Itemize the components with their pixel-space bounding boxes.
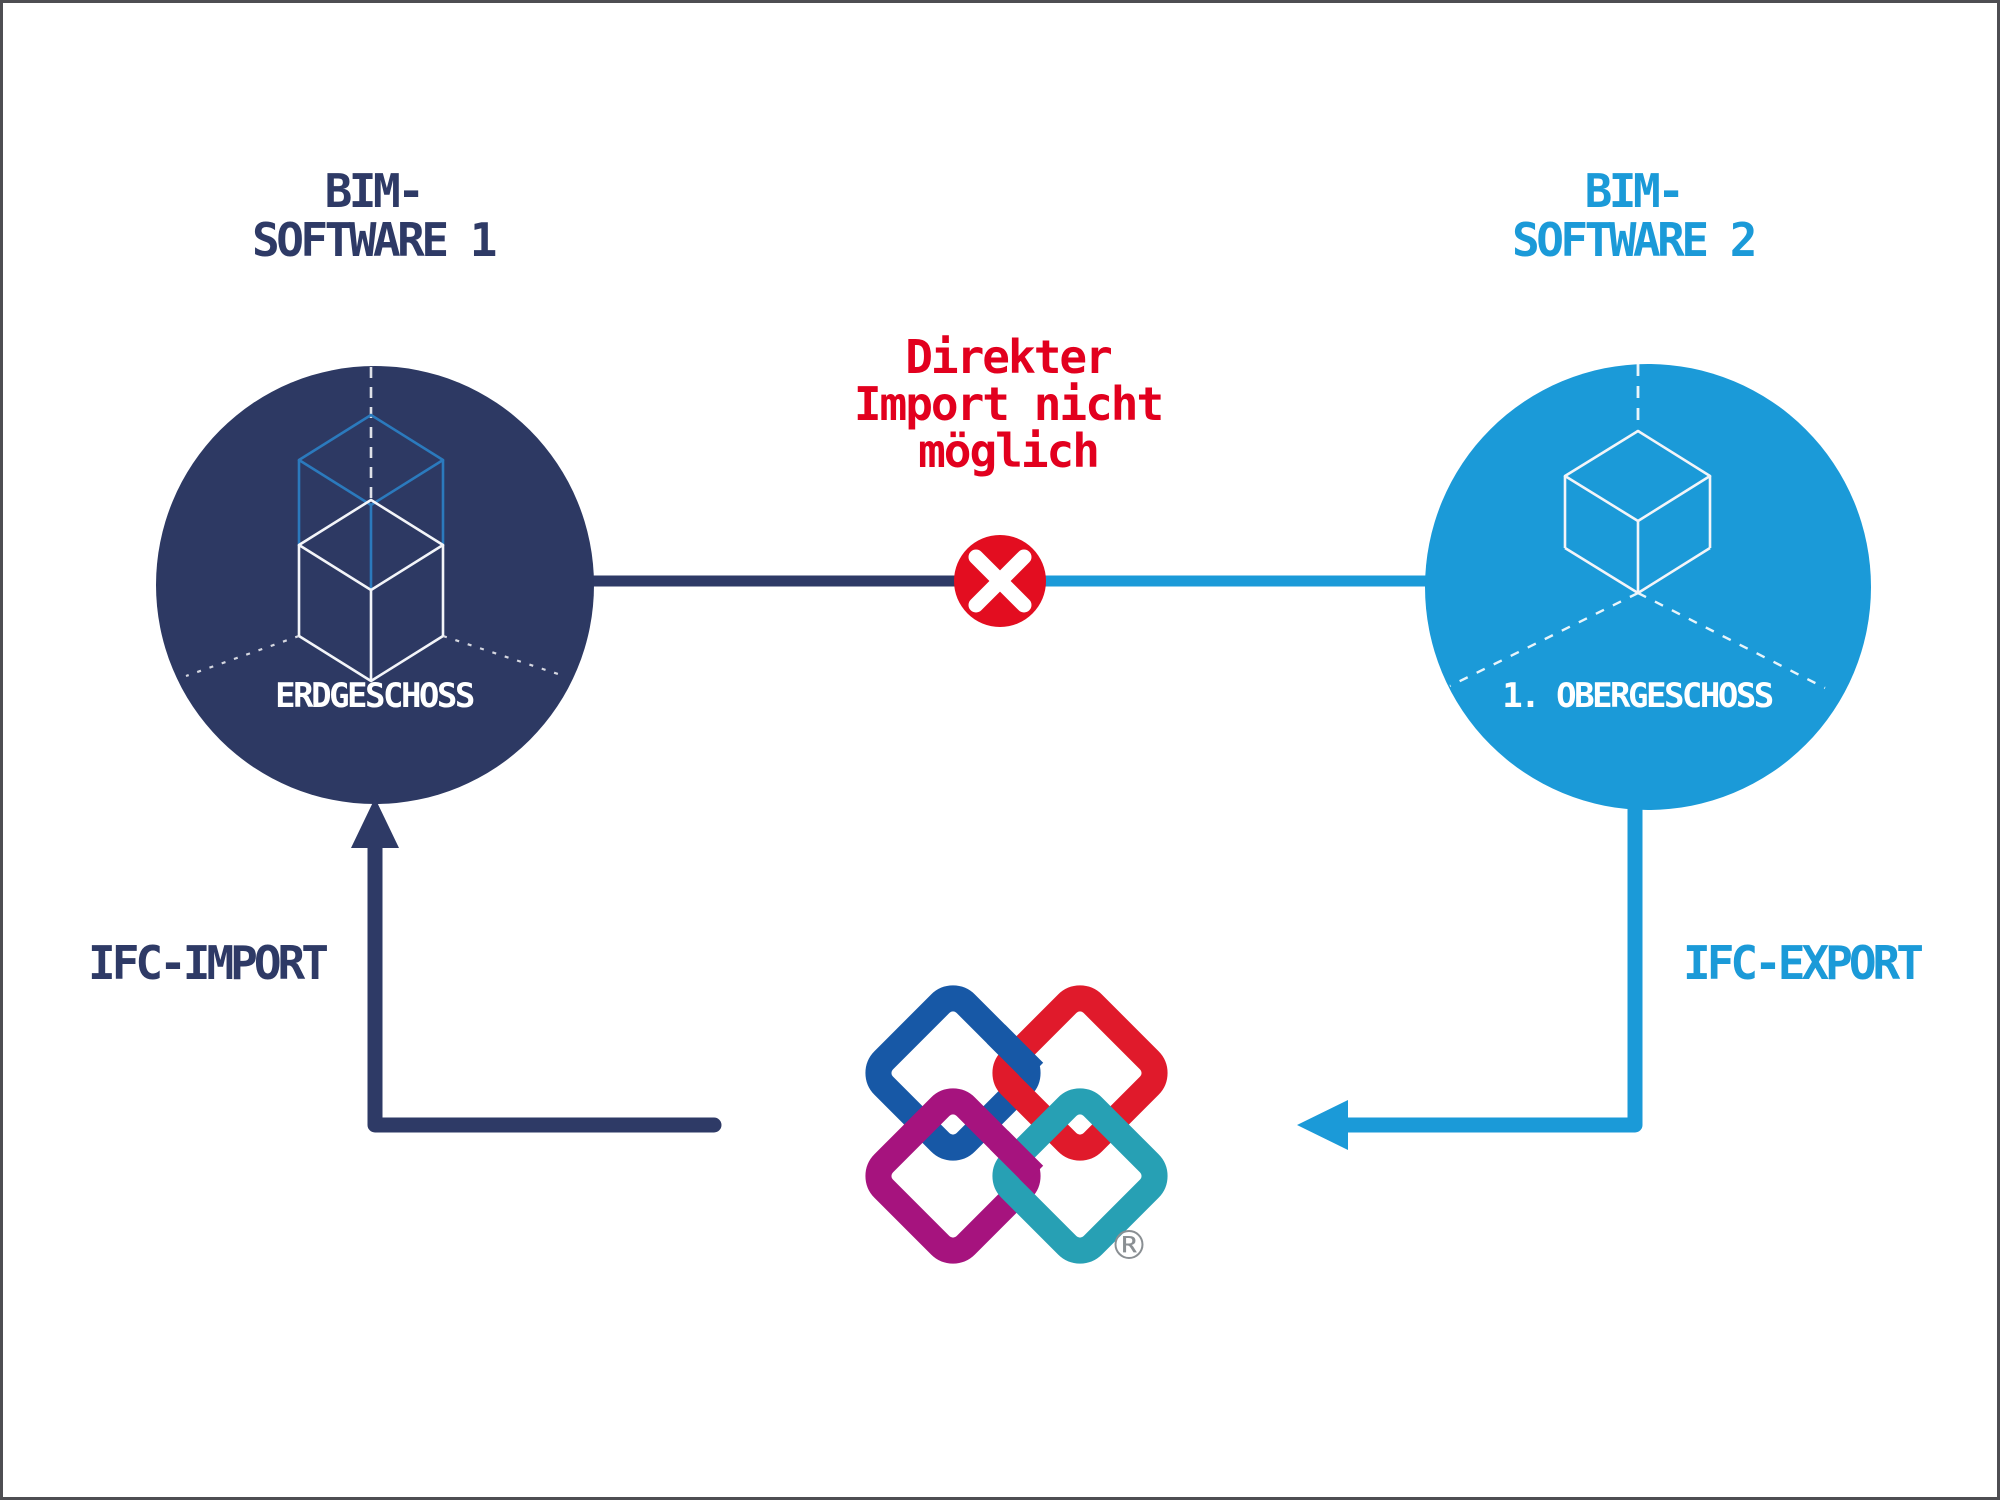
ifc-logo-weave-patch-blue <box>986 1024 1044 1082</box>
ifc-import-label: IFC-IMPORT <box>88 936 329 990</box>
ifc-export-label: IFC-EXPORT <box>1683 936 1924 990</box>
ifc-logo-blue-diamond <box>865 985 1041 1161</box>
right-circle-label: 1. OBERGESCHOSS <box>1502 676 1774 716</box>
ifc-logo-weave-patch-magenta <box>989 1130 1044 1185</box>
right-title-line2: SOFTWARE 2 <box>1512 213 1757 267</box>
right-axis-dashed-lines <box>1449 364 1826 690</box>
no-direct-import-badge <box>954 535 1046 627</box>
right-title-line1: BIM- <box>1584 164 1685 218</box>
ifc-logo-teal-diamond <box>992 1088 1168 1264</box>
bim-ifc-diagram <box>156 364 1871 1264</box>
x-icon <box>968 549 1032 613</box>
direct-import-warning: Direkter Import nicht möglich <box>808 334 1208 475</box>
left-axis-dashed-lines <box>185 367 565 678</box>
ground-floor-cube-wireframe-icon <box>297 498 445 683</box>
upper-floor-cube-wireframe-icon <box>297 413 445 590</box>
warning-line3: möglich <box>918 424 1100 478</box>
bim-software1-circle <box>156 366 594 804</box>
left-title-line2: SOFTWARE 1 <box>252 213 497 267</box>
warning-line1: Direkter <box>905 330 1113 384</box>
arrow-up-icon <box>351 798 399 848</box>
arrow-left-icon <box>1297 1100 1348 1150</box>
left-circle-label: ERDGESCHOSS <box>275 676 475 716</box>
ifc-import-arrow <box>351 798 722 1133</box>
left-node-title: BIM- SOFTWARE 1 <box>153 167 593 265</box>
ifc-export-arrow <box>1297 803 1643 1150</box>
ifc-logo-magenta-diamond <box>865 1088 1041 1264</box>
left-title-line1: BIM- <box>324 164 425 218</box>
right-node-title: BIM- SOFTWARE 2 <box>1413 167 1853 265</box>
ifc-logo <box>865 985 1168 1264</box>
registered-trademark-mark: ® <box>1109 1223 1149 1269</box>
floor-cube-wireframe-icon <box>1563 429 1712 595</box>
ifc-logo-red-diamond <box>992 985 1168 1161</box>
warning-line2: Import nicht <box>853 377 1164 431</box>
